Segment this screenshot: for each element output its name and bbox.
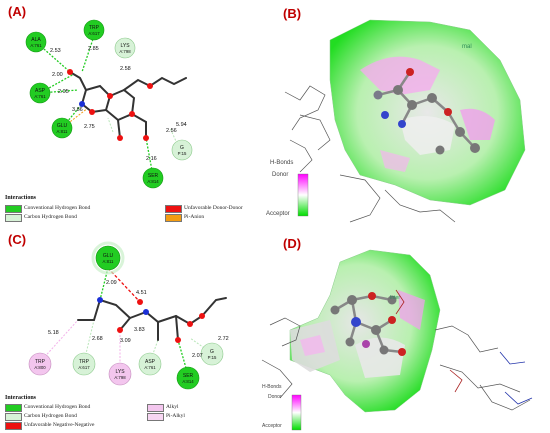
distance-label: 2.05 <box>58 89 69 95</box>
residue-a-glu811: GLU A:811 <box>51 117 73 139</box>
distance-label: 2.16 <box>146 156 157 162</box>
residue-a-ser814: SER A:814 <box>142 167 164 189</box>
distance-label: 2.75 <box>84 124 95 130</box>
residue-a-ala761: ALA A:761 <box>25 31 47 53</box>
residue-number: A:811 <box>103 259 115 264</box>
legend-label: Unfavorable Donor-Donor <box>184 205 243 211</box>
distance-label: 2.56 <box>166 128 177 134</box>
residue-name: LYS <box>115 369 125 375</box>
residue-a-trp617: TRP A:617 <box>83 19 105 41</box>
annotation-d: Inter <box>390 295 401 301</box>
panel-a-label: (A) <box>8 4 27 19</box>
residue-number: A:617 <box>78 365 90 370</box>
residue-name: G <box>180 145 184 151</box>
legend-label: Carbon Hydrogen Bond <box>24 413 77 419</box>
distance-label: 2.00 <box>52 72 63 78</box>
distance-label: 2.09 <box>106 280 117 286</box>
legend-label: Alkyl <box>166 404 179 410</box>
distance-label: 2.58 <box>120 66 131 72</box>
residue-number: A:761 <box>34 94 46 99</box>
residue-number: A:814 <box>147 179 159 184</box>
legend-label: Unfavorable Negative-Negative <box>24 422 95 428</box>
residue-name: LYS <box>120 43 130 49</box>
residue-c-asp761: ASP A:761 <box>138 352 162 376</box>
residue-number: A:617 <box>88 31 100 36</box>
residue-a-gp15: G P:15 <box>171 139 193 161</box>
residue-number: A:798 <box>119 49 131 54</box>
distance-label: 2.53 <box>50 48 61 54</box>
residue-c-trp617: TRP A:617 <box>72 352 96 376</box>
residue-number: A:811 <box>57 129 69 134</box>
residue-name: SER <box>183 373 194 379</box>
legend-swatch-carbon-c <box>5 413 22 421</box>
distance-label: 2.72 <box>218 336 229 342</box>
legend-label: Pi-Anion <box>184 214 205 220</box>
distance-label: 5.94 <box>176 122 187 128</box>
acceptor-label-d: Acceptor <box>262 423 282 429</box>
residue-name: SER <box>148 173 159 179</box>
distance-label: 5.18 <box>48 330 59 336</box>
panel-d-label: (D) <box>283 236 302 251</box>
residue-c-glu811: GLU A:811 <box>91 241 125 275</box>
residue-number: P:15 <box>208 355 217 360</box>
legend-label: Pi-Alkyl <box>166 413 185 419</box>
legend-swatch-carbon-a <box>5 214 22 222</box>
donor-label-b: Donor <box>272 172 289 178</box>
residue-a-asp761: ASP A:761 <box>29 82 51 104</box>
residue-name: ASP <box>145 359 156 365</box>
residue-c-trp800: TRP A:800 <box>28 352 52 376</box>
distance-label: 4.51 <box>136 290 147 296</box>
legend-label: Conventional Hydrogen Bond <box>24 205 91 211</box>
residue-number: A:761 <box>30 43 42 48</box>
legend-title-c: Interactions <box>5 395 36 401</box>
donor-label-d: Donor <box>268 394 282 400</box>
legend-swatch-conv-a <box>5 205 22 213</box>
residue-name: ALA <box>31 37 41 43</box>
residue-name: TRP <box>35 359 46 365</box>
residue-number: A:800 <box>34 365 46 370</box>
residue-name: GLU <box>103 253 114 259</box>
residue-a-lys798: LYS A:798 <box>114 37 136 59</box>
panel-b-label: (B) <box>283 6 302 21</box>
distance-label: 2.07 <box>192 353 203 359</box>
residue-c-gp15: G P:15 <box>200 342 224 366</box>
residue-c-ser814: SER A:814 <box>176 366 200 390</box>
residue-name: ASP <box>35 88 46 94</box>
residue-number: A:761 <box>144 365 156 370</box>
distance-label: 2.85 <box>88 46 99 52</box>
legend-label: Conventional Hydrogen Bond <box>24 404 91 410</box>
acceptor-label-b: Acceptor <box>266 211 290 217</box>
residue-number: A:814 <box>182 379 194 384</box>
distance-label: 2.68 <box>92 336 103 342</box>
residue-name: TRP <box>89 25 100 31</box>
panel-c-label: (C) <box>8 232 27 247</box>
hbonds-title-b: H-Bonds <box>270 160 294 166</box>
residue-name: G <box>210 349 214 355</box>
legend-swatch-pianion-a <box>165 214 182 222</box>
residue-number: P:15 <box>178 151 187 156</box>
residue-number: A:798 <box>114 375 126 380</box>
residue-name: GLU <box>57 123 68 129</box>
legend-swatch-donor-a <box>165 205 182 213</box>
distance-label: 3.83 <box>134 327 145 333</box>
legend-swatch-negneg-c <box>5 422 22 430</box>
residue-name: TRP <box>79 359 90 365</box>
residue-c-lys798: LYS A:798 <box>108 362 132 386</box>
legend-swatch-alkyl-c <box>147 404 164 412</box>
legend-swatch-pialkyl-c <box>147 413 164 421</box>
legend-swatch-conv-c <box>5 404 22 412</box>
annotation-b: mal <box>462 44 472 50</box>
distance-label: 3.09 <box>120 338 131 344</box>
hbonds-title-d: H-Bonds <box>262 384 282 390</box>
legend-label: Carbon Hydrogen Bond <box>24 214 77 220</box>
distance-label: 3.86 <box>72 107 83 113</box>
legend-title-a: Interactions <box>5 195 36 201</box>
